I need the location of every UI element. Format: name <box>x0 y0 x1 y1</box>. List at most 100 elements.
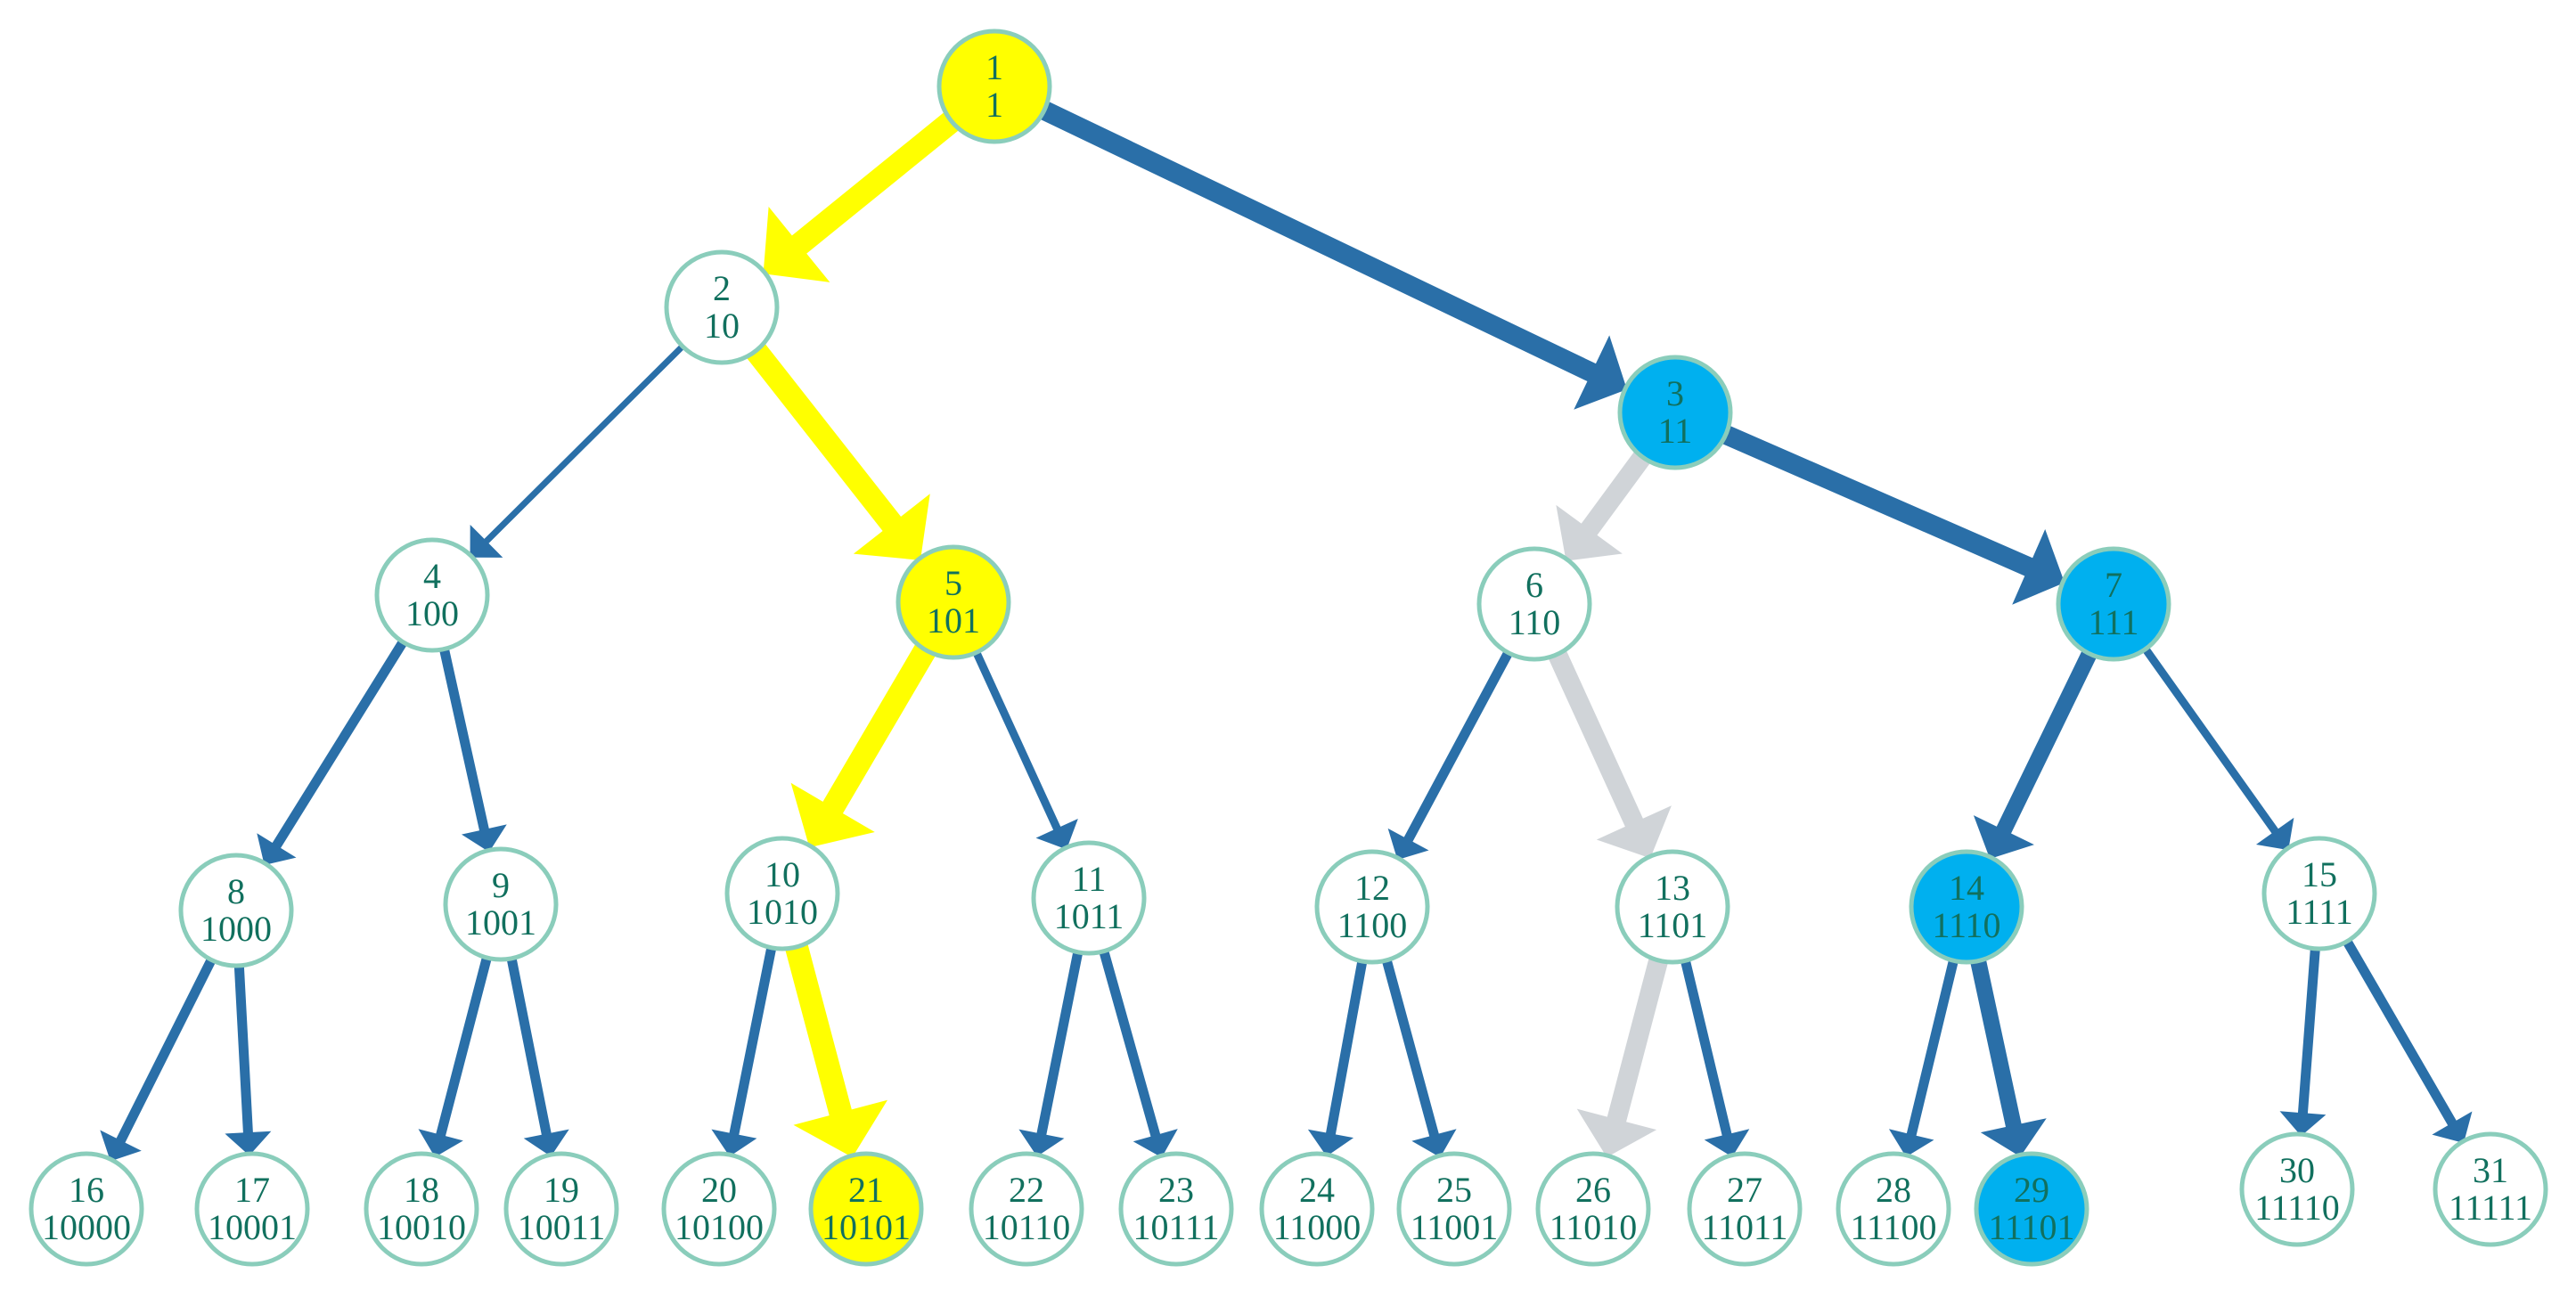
node-circle-6[interactable] <box>1476 546 1592 662</box>
node-index-label-26: 26 <box>1575 1170 1611 1210</box>
node-binary-label-12: 1100 <box>1337 905 1408 945</box>
edge-6-to-12 <box>1387 649 1514 861</box>
node-index-label-3: 3 <box>1666 373 1684 413</box>
edge-14-to-28 <box>1888 958 1959 1157</box>
node-circle-23[interactable] <box>1118 1151 1234 1267</box>
node-binary-label-15: 1111 <box>2286 892 2353 932</box>
node-binary-label-14: 1110 <box>1932 905 2000 945</box>
node-circle-31[interactable] <box>2433 1131 2548 1247</box>
node-index-label-6: 6 <box>1525 565 1543 605</box>
node-circle-20[interactable] <box>661 1151 777 1267</box>
node-index-label-23: 23 <box>1158 1170 1194 1210</box>
edge-15-to-30 <box>2279 946 2327 1137</box>
node-circle-15[interactable] <box>2261 836 2377 951</box>
node-circle-30[interactable] <box>2239 1131 2355 1247</box>
edge-6-to-13 <box>1547 649 1672 859</box>
edge-1-to-2 <box>763 110 961 282</box>
node-index-label-20: 20 <box>701 1170 737 1210</box>
edge-8-to-17 <box>225 963 272 1156</box>
tree-node-2[interactable]: 210 <box>664 249 780 365</box>
edge-12-to-24 <box>1307 959 1368 1156</box>
node-index-label-18: 18 <box>404 1170 439 1210</box>
edge-9-to-18 <box>418 954 493 1157</box>
node-index-label-1: 1 <box>985 47 1003 87</box>
node-circle-18[interactable] <box>364 1151 479 1267</box>
node-binary-label-23: 10111 <box>1133 1207 1219 1247</box>
node-circle-13[interactable] <box>1615 849 1730 965</box>
tree-node-3[interactable]: 311 <box>1617 355 1733 470</box>
node-binary-label-7: 111 <box>2088 602 2138 642</box>
edge-12-to-25 <box>1381 957 1457 1158</box>
node-index-label-9: 9 <box>492 865 510 905</box>
node-index-label-10: 10 <box>765 854 800 894</box>
node-circle-8[interactable] <box>178 853 294 968</box>
node-circle-2[interactable] <box>664 249 780 365</box>
node-binary-label-8: 1000 <box>200 909 272 949</box>
node-circle-11[interactable] <box>1031 840 1147 956</box>
node-circle-14[interactable] <box>1909 849 2024 965</box>
edge-1-to-3 <box>1038 101 1627 410</box>
node-circle-25[interactable] <box>1396 1151 1512 1267</box>
node-circle-27[interactable] <box>1687 1151 1803 1267</box>
node-index-label-29: 29 <box>2014 1170 2049 1210</box>
node-index-label-15: 15 <box>2302 854 2337 894</box>
node-binary-label-19: 10011 <box>518 1207 606 1247</box>
node-circle-5[interactable] <box>895 544 1011 660</box>
node-circle-3[interactable] <box>1617 355 1733 470</box>
edge-11-to-23 <box>1098 948 1178 1158</box>
node-circle-24[interactable] <box>1259 1151 1375 1267</box>
node-circle-16[interactable] <box>29 1151 144 1267</box>
node-circle-1[interactable] <box>936 29 1052 144</box>
node-circle-10[interactable] <box>724 836 840 951</box>
node-circle-22[interactable] <box>969 1151 1084 1267</box>
node-circle-21[interactable] <box>808 1151 924 1267</box>
node-circle-17[interactable] <box>194 1151 310 1267</box>
node-circle-12[interactable] <box>1314 849 1430 965</box>
node-circle-29[interactable] <box>1974 1151 2089 1267</box>
edge-7-to-15 <box>2141 645 2294 851</box>
node-circle-9[interactable] <box>443 846 559 962</box>
node-circle-7[interactable] <box>2056 546 2171 662</box>
node-binary-label-11: 1011 <box>1054 896 1124 936</box>
node-index-label-13: 13 <box>1655 868 1690 908</box>
node-circle-4[interactable] <box>374 537 490 653</box>
node-circle-19[interactable] <box>503 1151 619 1267</box>
edge-3-to-6 <box>1556 449 1652 561</box>
node-circle-26[interactable] <box>1535 1151 1651 1267</box>
node-binary-label-13: 1101 <box>1638 905 1708 945</box>
tree-node-1[interactable]: 11 <box>936 29 1052 144</box>
node-circle-28[interactable] <box>1836 1151 1951 1267</box>
edge-3-to-7 <box>1720 424 2065 605</box>
node-binary-label-9: 1001 <box>465 902 536 943</box>
